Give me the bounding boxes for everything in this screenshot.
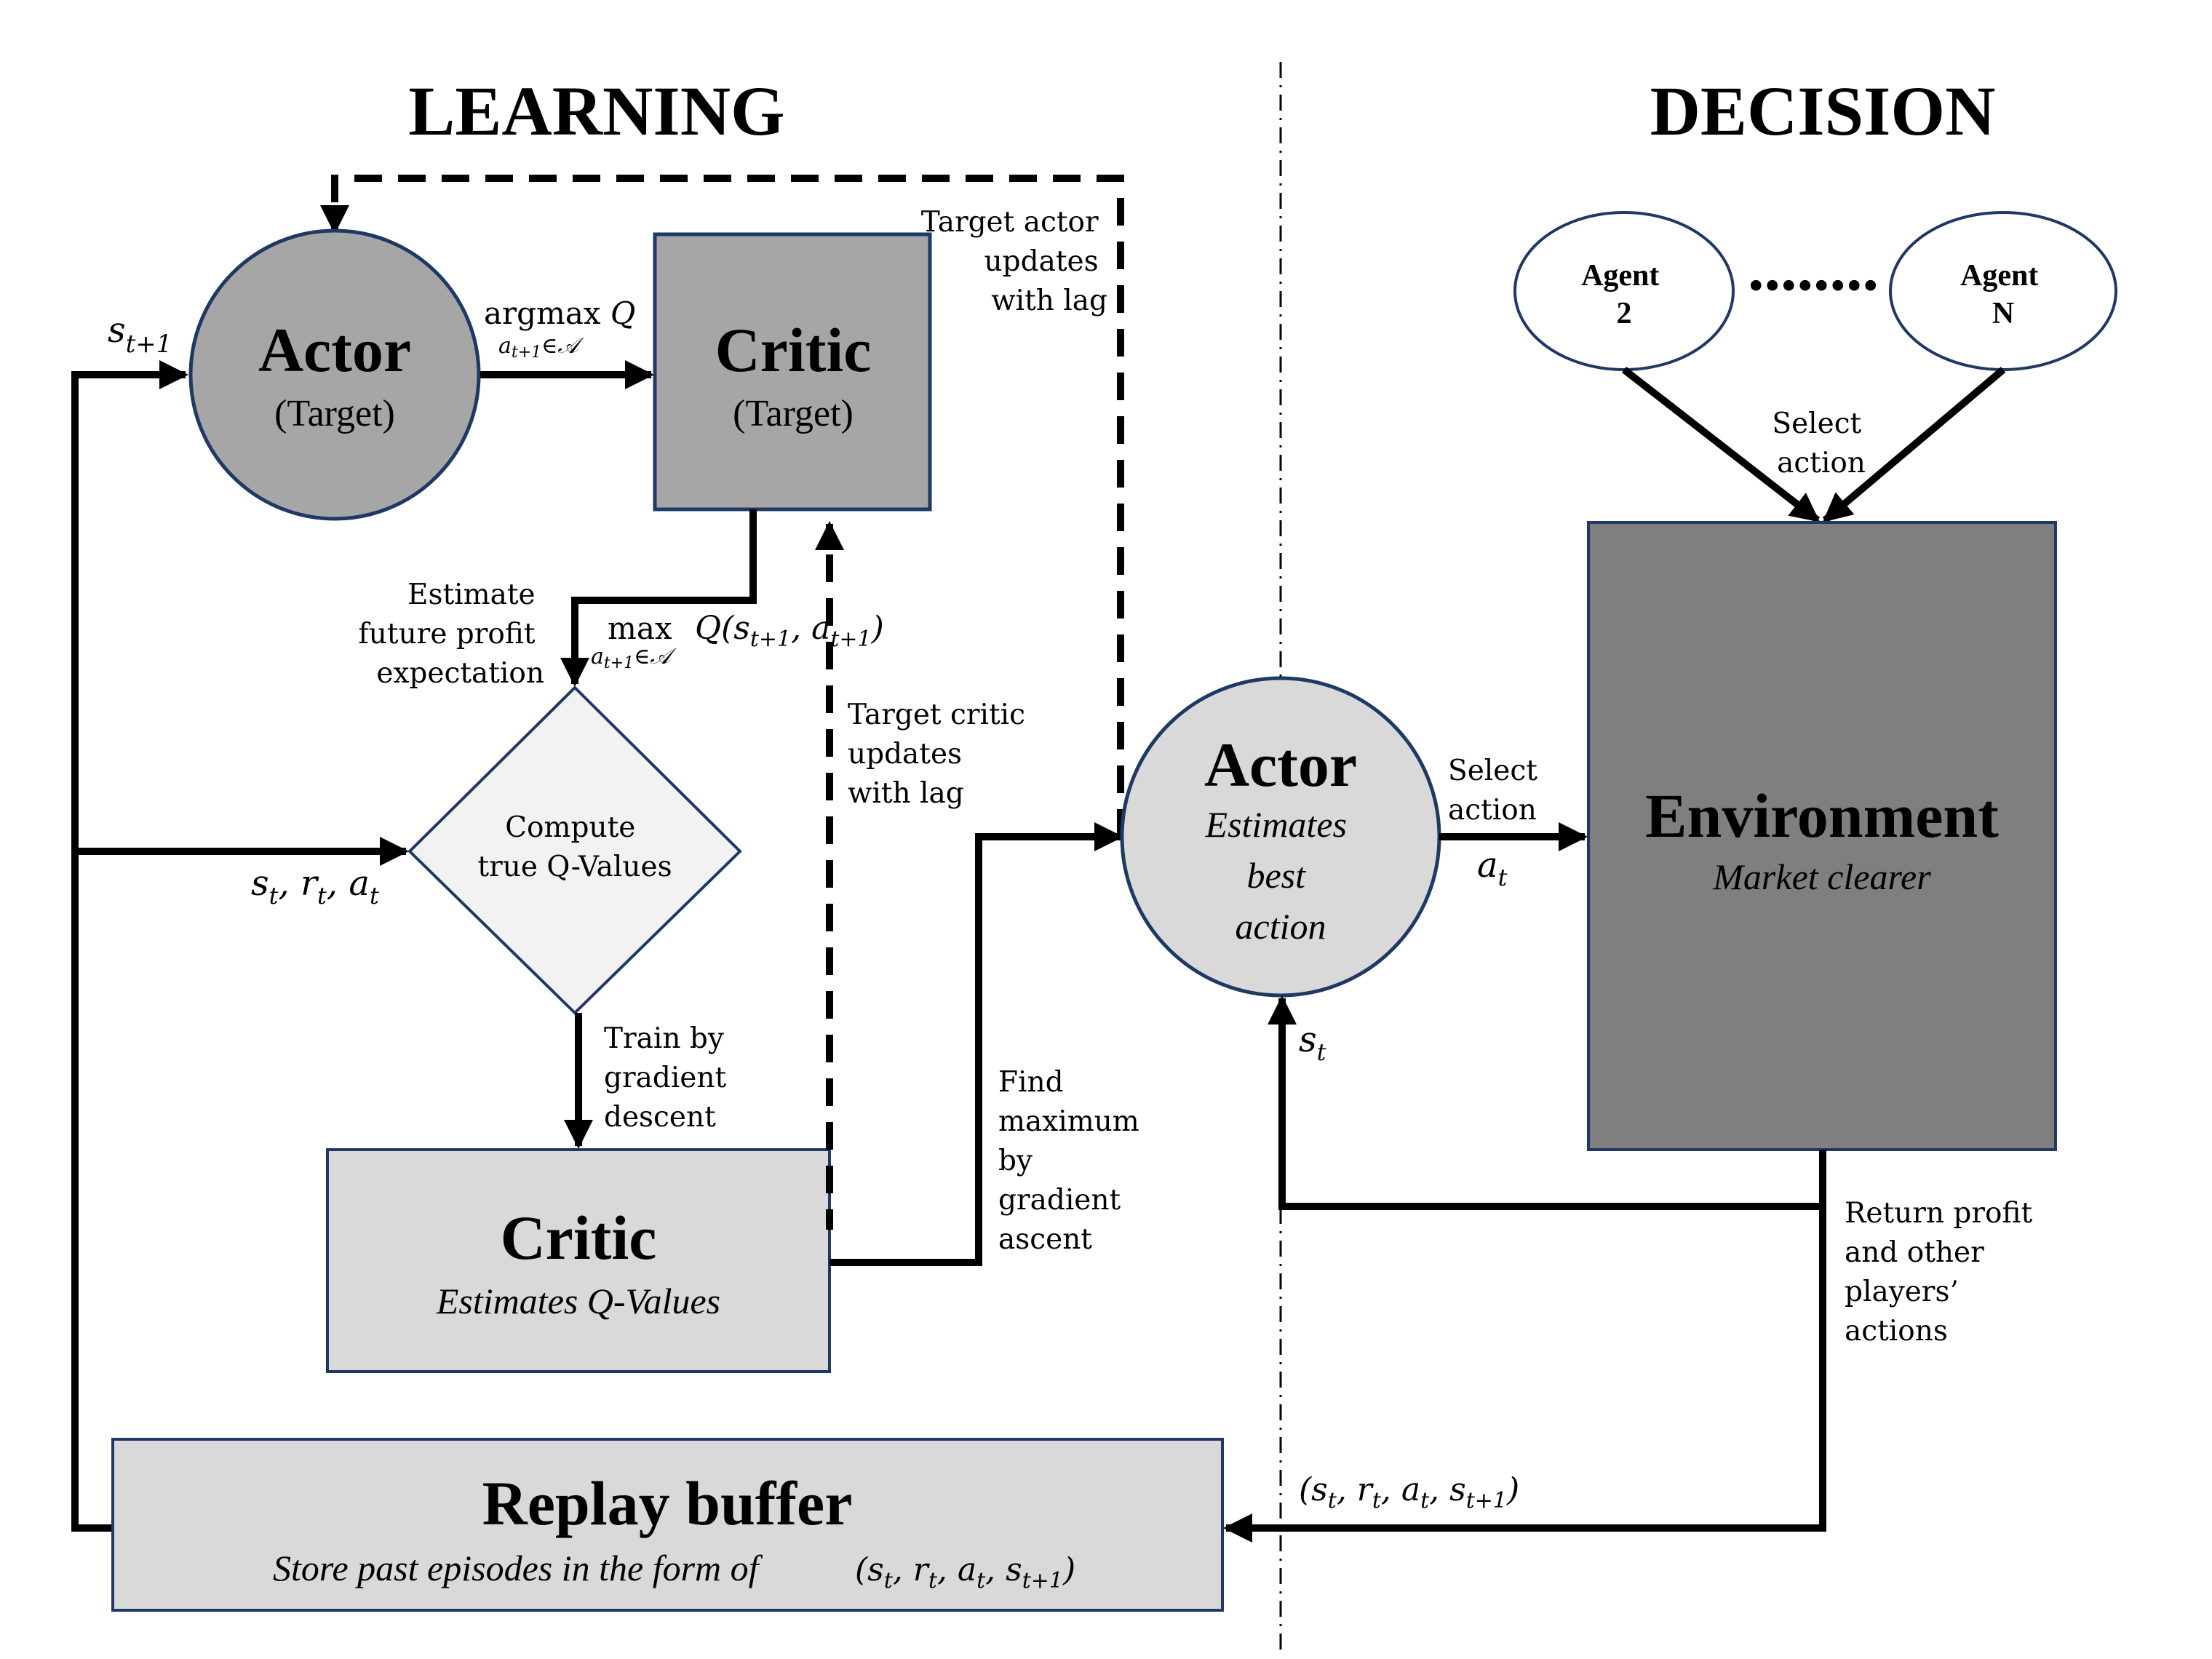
max-subscript: at+1∈𝒜 <box>591 644 677 672</box>
actor-target-title: Actor <box>258 315 411 385</box>
target-actor-note: Target actor updates with lag <box>921 206 1107 317</box>
target-critic-note: Target critic updates with lag <box>848 699 1034 810</box>
replay-buffer-tuple: (st, rt, at, st+1) <box>855 1551 1075 1594</box>
replay-buffer-title: Replay buffer <box>482 1468 853 1538</box>
return-arrow <box>1223 1150 1826 1543</box>
s-next-label: st+1 <box>108 310 172 359</box>
agent-2-label: Agent 2 <box>1581 259 1667 330</box>
critic-node <box>326 1148 831 1373</box>
environment-subtitle: Market clearer <box>1712 856 1931 897</box>
agents-select-note: Select action <box>1772 407 1870 480</box>
actor-target-node <box>188 228 481 521</box>
target-actor-update-arrow <box>320 175 1124 837</box>
train-note: Train by gradient descent <box>604 1022 736 1134</box>
argmax-label: argmax Q <box>484 295 635 331</box>
replay-buffer-subtitle: Store past episodes in the form of <box>273 1548 763 1588</box>
select-action-note: Select action <box>1448 755 1546 827</box>
replay-to-actor-target-arrow <box>71 360 188 1532</box>
agents-ellipsis: ........ <box>1748 232 1879 304</box>
s-t-label: st <box>1299 1019 1326 1066</box>
environment-title: Environment <box>1645 781 1999 851</box>
actor-subtitle: Estimates best action <box>1205 804 1356 947</box>
max-q-expression: Q(st+1, at+1) <box>695 610 884 652</box>
critic-target-node <box>653 232 932 512</box>
decision-title: DECISION <box>1650 72 1996 150</box>
find-max-note: Find maximum by gradient ascent <box>998 1066 1148 1256</box>
critic-title: Critic <box>501 1203 657 1273</box>
actor-title: Actor <box>1204 730 1357 800</box>
a-t-label: at <box>1477 845 1508 891</box>
actor-target-subtitle: (Target) <box>274 393 395 434</box>
critic-target-title: Critic <box>715 315 872 385</box>
argmax-subscript: at+1∈𝒜 <box>498 333 584 362</box>
srta-label: st, rt, at <box>251 863 379 910</box>
learning-title: LEARNING <box>408 72 784 150</box>
compute-q-label: Compute true Q-Values <box>477 811 672 883</box>
agent-2-action-arrow <box>1621 367 1821 523</box>
transition-tuple-label: (st, rt, at, st+1) <box>1299 1471 1519 1513</box>
agent-n-label: Agent N <box>1960 259 2046 330</box>
critic-target-subtitle: (Target) <box>733 393 854 434</box>
max-label: max <box>608 610 672 646</box>
critic-subtitle: Estimates Q-Values <box>436 1281 720 1321</box>
gradient-ascent-arrow <box>830 822 1123 1266</box>
return-note: Return profit and other players’ actions <box>1845 1197 2042 1348</box>
estimate-note: Estimate future profit expectation <box>358 578 544 690</box>
environment-node <box>1587 521 2057 1151</box>
max-q-arrow <box>560 509 757 687</box>
agent-n-action-arrow <box>1822 367 2006 523</box>
replay-buffer-node <box>111 1438 1224 1612</box>
